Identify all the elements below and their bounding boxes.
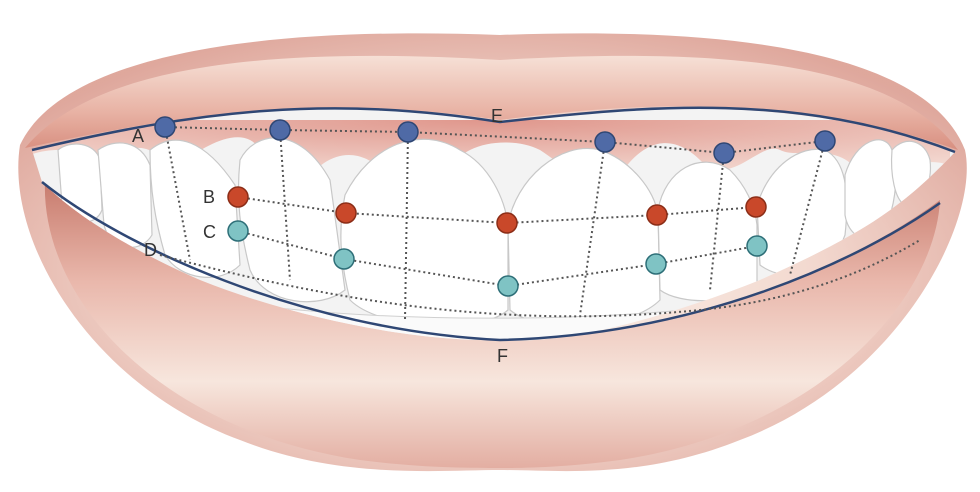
dot-A: [714, 143, 734, 163]
label-E: E: [491, 106, 503, 126]
dot-B: [336, 203, 356, 223]
dot-B: [497, 213, 517, 233]
tooth: [341, 139, 508, 326]
label-C: C: [203, 222, 216, 242]
dot-A: [815, 131, 835, 151]
dot-B: [228, 187, 248, 207]
dot-A: [595, 132, 615, 152]
dot-C: [334, 249, 354, 269]
label-B: B: [203, 187, 215, 207]
dot-A: [398, 122, 418, 142]
label-A: A: [132, 126, 144, 146]
dot-B: [746, 197, 766, 217]
dot-A: [270, 120, 290, 140]
label-D: D: [144, 240, 157, 260]
dot-B: [647, 205, 667, 225]
dot-C: [498, 276, 518, 296]
dot-C: [646, 254, 666, 274]
dot-A: [155, 117, 175, 137]
label-F: F: [497, 346, 508, 366]
dot-C: [228, 221, 248, 241]
dot-C: [747, 236, 767, 256]
